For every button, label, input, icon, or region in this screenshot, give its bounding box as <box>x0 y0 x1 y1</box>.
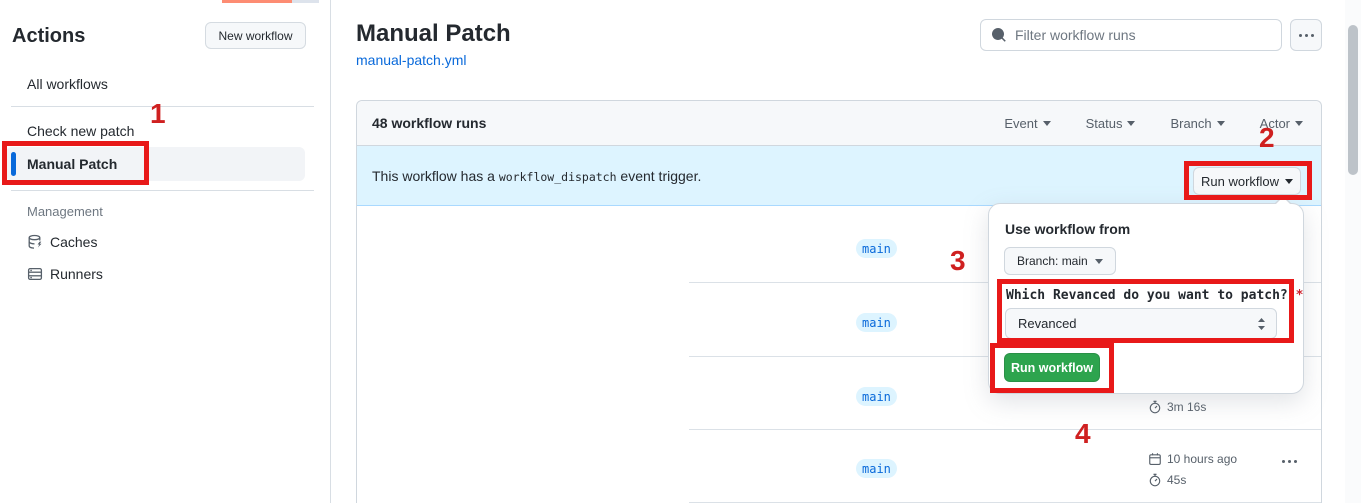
branch-badge[interactable]: main <box>856 313 897 332</box>
sidebar-item-all-workflows[interactable]: All workflows <box>27 76 108 92</box>
branch-selector-button[interactable]: Branch: main <box>1004 247 1116 275</box>
workflow-dispatch-code: workflow_dispatch <box>498 169 617 184</box>
run-duration: 3m 16s <box>1148 400 1206 414</box>
workflow-dispatch-banner: This workflow has a workflow_dispatch ev… <box>357 146 1321 206</box>
chevron-down-icon <box>1094 258 1103 264</box>
sidebar-item-runners-label: Runners <box>50 266 103 282</box>
active-tab-underline <box>222 0 292 3</box>
workflow-run-row[interactable] <box>357 357 1321 430</box>
filter-actor[interactable]: Actor <box>1260 116 1303 131</box>
workflow-input-label: Which Revanced do you want to patch? * <box>1006 288 1304 303</box>
sidebar-item-check-new-patch[interactable]: Check new patch <box>27 123 135 139</box>
run-workflow-dropdown-button[interactable]: Run workflow <box>1193 167 1301 195</box>
filter-branch[interactable]: Branch <box>1170 116 1225 131</box>
run-duration: 45s <box>1148 473 1186 487</box>
run-filters: Event Status Branch Actor <box>1004 116 1303 131</box>
run-options-kebab-icon[interactable] <box>1282 460 1297 463</box>
sidebar-item-manual-patch-label: Manual Patch <box>27 156 118 172</box>
annotation-number-1: 1 <box>150 98 166 129</box>
annotation-number-3: 3 <box>950 245 966 276</box>
popup-heading: Use workflow from <box>1005 221 1131 237</box>
branch-badge[interactable]: main <box>856 459 897 478</box>
sidebar-title: Actions <box>12 25 86 47</box>
selected-indicator-bar <box>11 152 16 176</box>
workflow-options-kebab-button[interactable] <box>1290 19 1322 51</box>
workflow-file-link[interactable]: manual-patch.yml <box>356 52 467 68</box>
sidebar-item-caches-label: Caches <box>50 234 98 250</box>
annotation-number-2: 2 <box>1259 122 1275 153</box>
filter-runs-searchbox[interactable] <box>980 19 1282 51</box>
cache-icon <box>27 234 43 250</box>
kebab-icon <box>1298 33 1314 37</box>
runs-panel-header: 48 workflow runs Event Status Branch Act… <box>357 101 1321 146</box>
calendar-icon <box>1149 453 1161 465</box>
sidebar-item-caches[interactable]: Caches <box>27 234 97 250</box>
workflow-run-row[interactable] <box>357 283 1321 357</box>
runs-count: 48 workflow runs <box>372 115 487 131</box>
select-updown-icon <box>1257 317 1266 330</box>
stopwatch-icon <box>1149 400 1161 414</box>
redacted-run-titles-area <box>357 206 689 503</box>
management-section-label: Management <box>27 204 103 219</box>
filter-event[interactable]: Event <box>1004 116 1051 131</box>
tab-underline-fragment <box>292 0 319 3</box>
annotation-number-4: 4 <box>1075 418 1091 449</box>
run-workflow-popup: Use workflow from Branch: main Which Rev… <box>988 195 1304 394</box>
runners-icon <box>27 266 43 282</box>
stopwatch-icon <box>1149 473 1161 487</box>
required-marker: * <box>1295 288 1304 303</box>
run-workflow-submit-button[interactable]: Run workflow <box>1004 353 1100 382</box>
scrollbar-thumb[interactable] <box>1348 25 1358 175</box>
chevron-down-icon <box>1285 178 1294 184</box>
run-start-time: 10 hours ago <box>1148 452 1237 466</box>
sidebar-divider <box>11 106 314 107</box>
chevron-down-icon <box>1216 120 1225 126</box>
search-icon <box>991 27 1007 43</box>
workflow-run-row[interactable] <box>357 205 1321 283</box>
branch-badge[interactable]: main <box>856 239 897 258</box>
sidebar-main-divider <box>330 0 331 503</box>
revanced-select[interactable]: Revanced <box>1005 308 1277 339</box>
sidebar-item-manual-patch[interactable] <box>6 147 305 181</box>
search-input[interactable] <box>1015 27 1271 43</box>
chevron-down-icon <box>1042 120 1051 126</box>
chevron-down-icon <box>1127 120 1136 126</box>
branch-badge[interactable]: main <box>856 387 897 406</box>
chevron-down-icon <box>1295 120 1303 126</box>
sidebar-item-runners[interactable]: Runners <box>27 266 103 282</box>
filter-status[interactable]: Status <box>1086 116 1136 131</box>
page-title: Manual Patch <box>356 20 511 47</box>
new-workflow-button[interactable]: New workflow <box>205 22 306 49</box>
banner-text: This workflow has a workflow_dispatch ev… <box>372 167 702 184</box>
sidebar-divider <box>11 190 314 191</box>
